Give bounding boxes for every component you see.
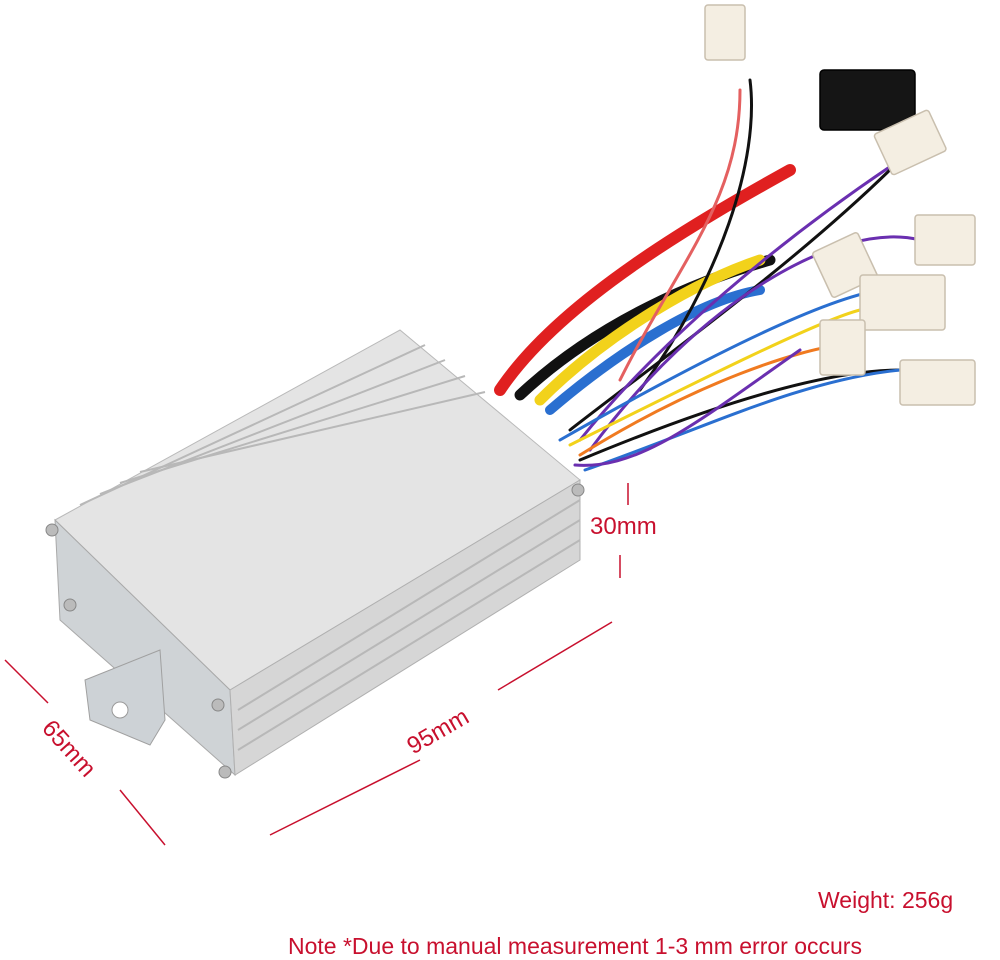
controller-housing — [45, 329, 585, 779]
measurement-note: Note *Due to manual measurement 1-3 mm e… — [288, 933, 862, 959]
dimension-lines — [4, 483, 629, 846]
weight-label: Weight: 256g — [818, 887, 954, 913]
height-dimension-label: 30mm — [590, 513, 657, 540]
wires — [494, 78, 922, 472]
connectors — [704, 4, 976, 406]
